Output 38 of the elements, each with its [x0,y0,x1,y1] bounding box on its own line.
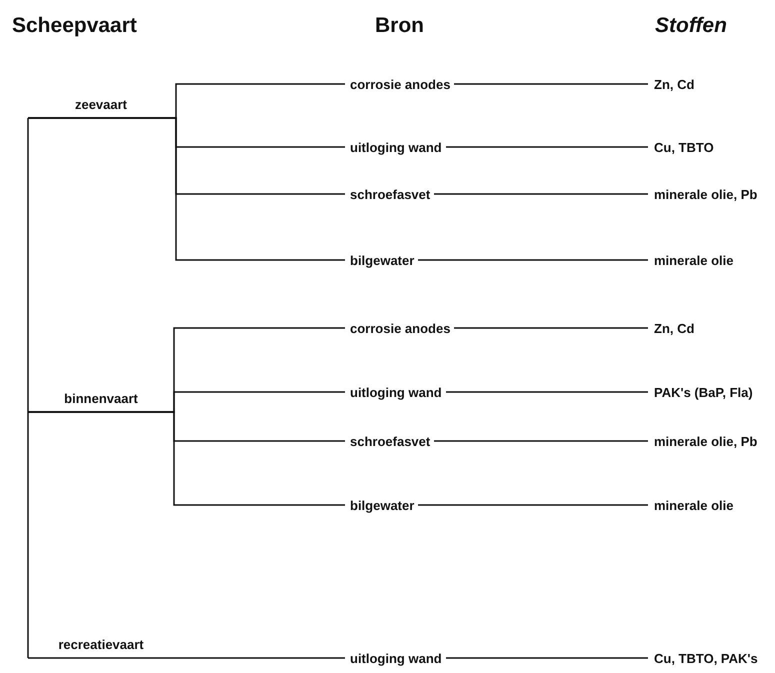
substance-label: PAK's (BaP, Fla) [654,384,753,400]
connector-line [27,412,29,658]
category-label: recreatievaart [58,637,144,652]
source-label: uitloging wand [350,650,442,666]
connector-line [446,146,648,148]
source-label: uitloging wand [350,384,442,400]
column-heading: Bron [375,14,424,38]
connector-line [454,327,648,329]
substance-label: minerale olie, Pb [654,186,758,202]
substance-label: Zn, Cd [654,320,694,336]
category-label: binnenvaart [64,391,138,406]
substance-label: Cu, TBTO, PAK's [654,650,758,666]
connector-line [434,440,648,442]
connector-line [446,391,648,393]
substance-label: minerale olie, Pb [654,434,758,448]
connector-line [28,657,345,659]
connector-line [27,118,29,412]
source-label: bilgewater [350,498,414,512]
connector-line [434,193,648,195]
substance-label: minerale olie [654,252,734,268]
column-heading: Stoffen [655,14,727,38]
substance-label: Zn, Cd [654,76,694,92]
connector-line [418,504,648,506]
connector-line [28,411,345,506]
connector-line [446,657,648,659]
category-label: zeevaart [74,97,128,112]
source-label: uitloging wand [350,140,442,154]
source-label: schroefasvet [350,186,430,202]
source-label: corrosie anodes [350,76,450,92]
connector-line [454,83,648,85]
substance-label: minerale olie [654,498,734,512]
substance-label: Cu, TBTO [654,140,714,154]
source-label: bilgewater [350,252,414,268]
source-label: corrosie anodes [350,320,450,336]
connector-line [28,117,345,261]
source-label: schroefasvet [350,434,430,448]
connector-line [418,259,648,261]
column-heading: Scheepvaart [12,14,137,38]
